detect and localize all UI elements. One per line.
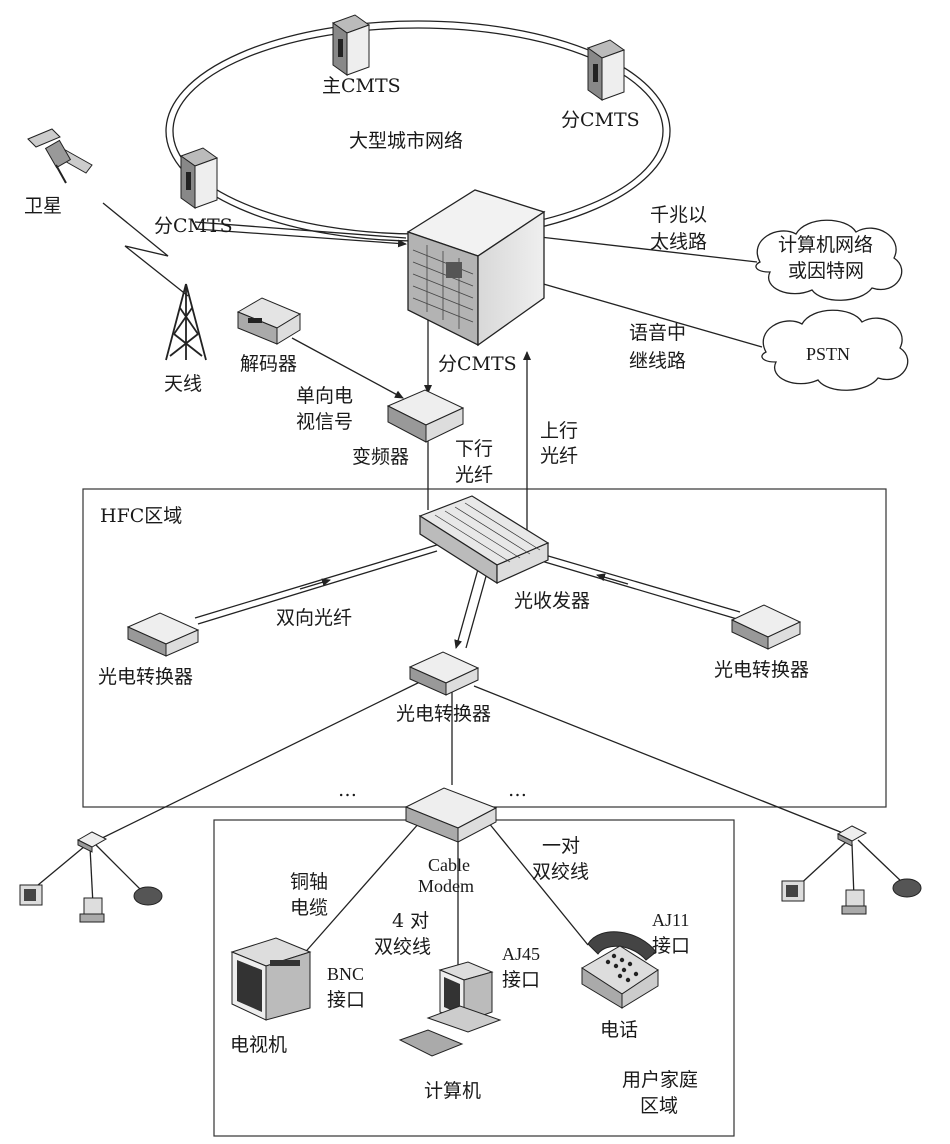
satellite-icon (27, 128, 93, 184)
label-gigabit-2: 太线路 (650, 231, 707, 253)
label-oe-left: 光电转换器 (98, 666, 193, 688)
oe-converter-center-icon (408, 651, 480, 696)
label-cable-1: Cable (428, 855, 470, 875)
connection-lines (31, 202, 904, 970)
label-home-1: 用户家庭 (622, 1069, 698, 1091)
label-bidirectional-fiber: 双向光纤 (276, 607, 352, 629)
label-computer: 计算机 (424, 1080, 481, 1102)
label-pair-2: 双绞线 (532, 861, 589, 883)
optical-transceiver-icon (418, 495, 550, 585)
tv-icon (230, 937, 312, 1021)
label-aj45-2: 接口 (502, 969, 540, 991)
label-bnc-1: BNC (327, 964, 364, 984)
label-uplink-2: 光纤 (540, 445, 578, 467)
label-pstn: PSTN (806, 344, 850, 364)
label-coax-1: 铜轴 (290, 871, 328, 893)
label-pair-1: 一对 (542, 835, 580, 857)
label-downlink-2: 光纤 (455, 464, 493, 486)
remote-right-phone-icon (892, 878, 922, 898)
label-cable-2: Modem (418, 876, 474, 896)
label-four-1: 4 对 (392, 910, 429, 932)
label-computer-net-1: 计算机网络 (778, 234, 873, 256)
label-uplink-1: 上行 (540, 420, 578, 442)
label-gigabit-1: 千兆以 (650, 204, 707, 226)
remote-right-tv-icon (781, 880, 805, 902)
label-satellite: 卫星 (24, 195, 62, 217)
label-coax-2: 电缆 (290, 897, 328, 919)
label-oe-center: 光电转换器 (396, 703, 491, 725)
splitter-left-icon (76, 831, 108, 853)
label-center-cmts: 分CMTS (438, 353, 517, 375)
label-converter: 变频器 (352, 446, 409, 468)
label-four-2: 双绞线 (374, 936, 431, 958)
oe-converter-left-icon (126, 612, 200, 657)
computer-network-cloud-icon (755, 219, 903, 301)
label-bnc-2: 接口 (327, 989, 365, 1011)
label-phone: 电话 (600, 1019, 638, 1041)
remote-left-tv-icon (19, 884, 43, 906)
label-sub-cmts-right: 分CMTS (561, 109, 640, 131)
label-antenna: 天线 (164, 373, 202, 395)
label-city-network: 大型城市网络 (349, 130, 463, 152)
sub-cmts-right-icon (586, 39, 626, 101)
remote-left-phone-icon (133, 886, 163, 906)
label-dots-right: … (508, 779, 527, 801)
label-oneway-1: 单向电 (296, 385, 353, 407)
remote-right-pc-icon (841, 889, 867, 915)
main-cmts-icon (331, 14, 371, 76)
label-home-2: 区域 (640, 1095, 678, 1117)
label-oe-right: 光电转换器 (714, 659, 809, 681)
label-transceiver: 光收发器 (514, 590, 590, 612)
pstn-cloud-icon (761, 309, 909, 391)
remote-left-pc-icon (79, 897, 105, 923)
label-hfc-area: HFC区域 (100, 505, 182, 527)
splitter-right-icon (836, 825, 868, 847)
antenna-icon (165, 283, 207, 361)
label-main-cmts: 主CMTS (322, 75, 401, 97)
decoder-icon (236, 297, 302, 345)
label-downlink-1: 下行 (455, 438, 493, 460)
label-aj45-1: AJ45 (502, 944, 540, 964)
frequency-converter-icon (386, 389, 465, 443)
label-sub-cmts-left: 分CMTS (154, 215, 233, 237)
oe-converter-right-icon (730, 604, 802, 650)
sub-cmts-left-icon (179, 147, 219, 209)
label-aj11-1: AJ11 (652, 910, 689, 930)
label-oneway-2: 视信号 (296, 411, 353, 433)
label-voice-1: 语音中 (629, 322, 686, 344)
computer-icon (398, 961, 502, 1057)
label-computer-net-2: 或因特网 (788, 260, 864, 282)
label-tv: 电视机 (230, 1034, 287, 1056)
center-cmts-icon (406, 189, 546, 347)
cable-modem-icon (404, 787, 498, 843)
label-decoder: 解码器 (240, 353, 297, 375)
telephone-icon (581, 931, 659, 1009)
label-aj11-2: 接口 (652, 935, 690, 957)
label-voice-2: 继线路 (629, 350, 686, 372)
label-dots-left: … (338, 779, 357, 801)
